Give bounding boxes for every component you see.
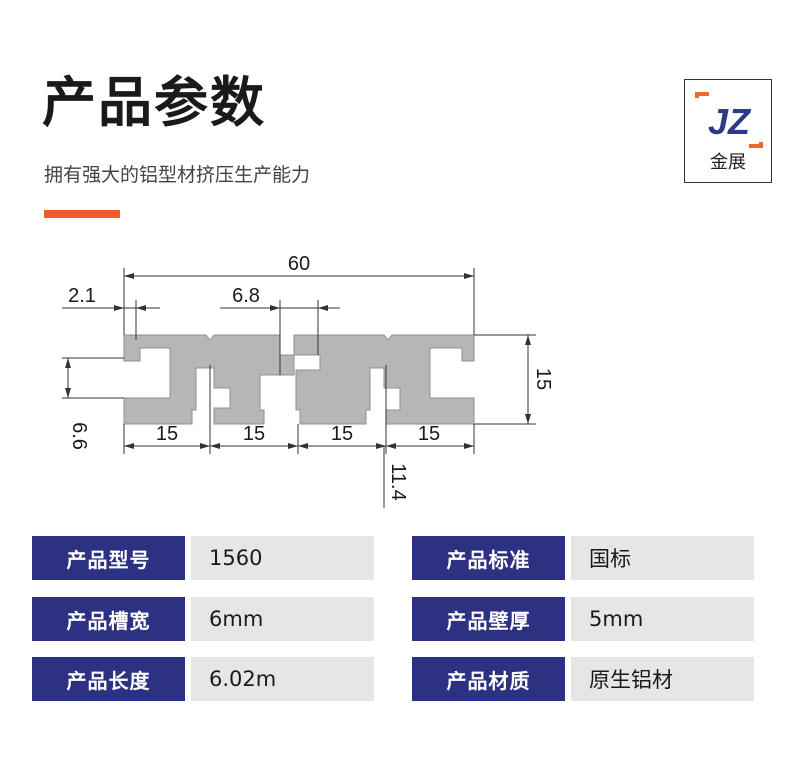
spec-value-wall-thickness: 5mm xyxy=(571,597,754,641)
dim-pitch-3: 15 xyxy=(331,423,353,445)
page-subtitle: 拥有强大的铝型材挤压生产能力 xyxy=(44,164,311,186)
profile-drawing: 60 2.1 6.8 15 6.6 15 15 15 15 11.4 xyxy=(62,253,554,508)
spec-value-model: 1560 xyxy=(191,536,374,580)
dim-slot-inner: 11.4 xyxy=(387,463,409,500)
dim-offset-left: 2.1 xyxy=(68,285,96,307)
spec-value-material: 原生铝材 xyxy=(571,657,754,701)
logo-name: 金展 xyxy=(710,152,746,173)
dim-pitch-1: 15 xyxy=(156,423,178,445)
spec-label-slot-width: 产品槽宽 xyxy=(32,597,185,641)
spec-value-standard: 国标 xyxy=(571,536,754,580)
spec-label-standard: 产品标准 xyxy=(412,536,565,580)
dim-pitch-4: 15 xyxy=(418,423,440,445)
dim-slot-depth: 6.6 xyxy=(68,422,90,450)
brand-logo: JZ 金展 xyxy=(684,79,772,183)
accent-bar xyxy=(44,210,120,218)
spec-label-model: 产品型号 xyxy=(32,536,185,580)
profile-shape xyxy=(123,334,475,425)
spec-value-slot-width: 6mm xyxy=(191,597,374,641)
dim-overall-width: 60 xyxy=(288,253,310,275)
spec-label-wall-thickness: 产品壁厚 xyxy=(412,597,565,641)
spec-label-length: 产品长度 xyxy=(32,657,185,701)
spec-label-material: 产品材质 xyxy=(412,657,565,701)
page-title: 产品参数 xyxy=(42,71,266,134)
jz-logo-icon: JZ xyxy=(695,92,763,148)
dim-pitch-2: 15 xyxy=(243,423,265,445)
dim-height: 15 xyxy=(532,368,554,390)
spec-value-length: 6.02m xyxy=(191,657,374,701)
logo-initials: JZ xyxy=(708,101,752,142)
dim-slot-opening: 6.8 xyxy=(232,285,260,307)
